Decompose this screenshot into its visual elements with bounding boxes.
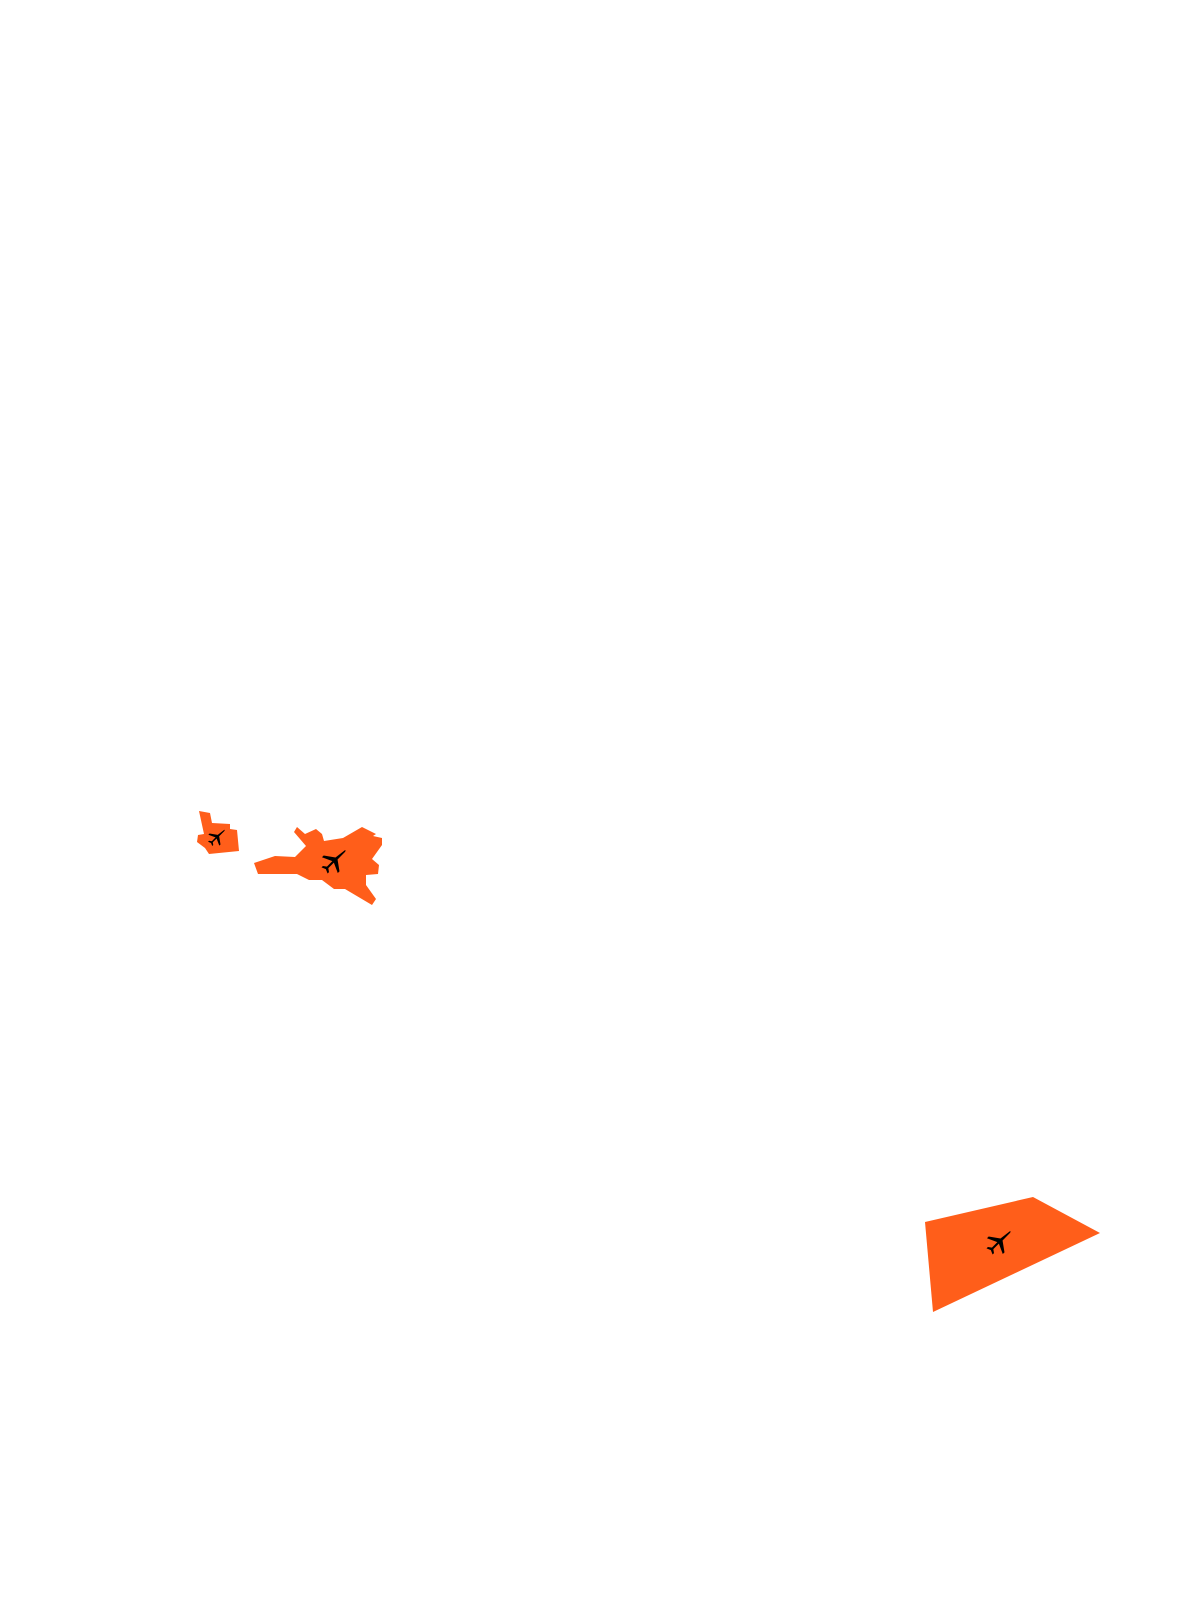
airport-area-polygon (197, 811, 239, 854)
airport-area-polygon (925, 1197, 1100, 1312)
airport-area-small[interactable] (197, 811, 239, 854)
airport-area-polygon (254, 827, 382, 905)
airport-area-large[interactable] (254, 827, 382, 905)
airport-area-quad[interactable] (925, 1197, 1100, 1312)
